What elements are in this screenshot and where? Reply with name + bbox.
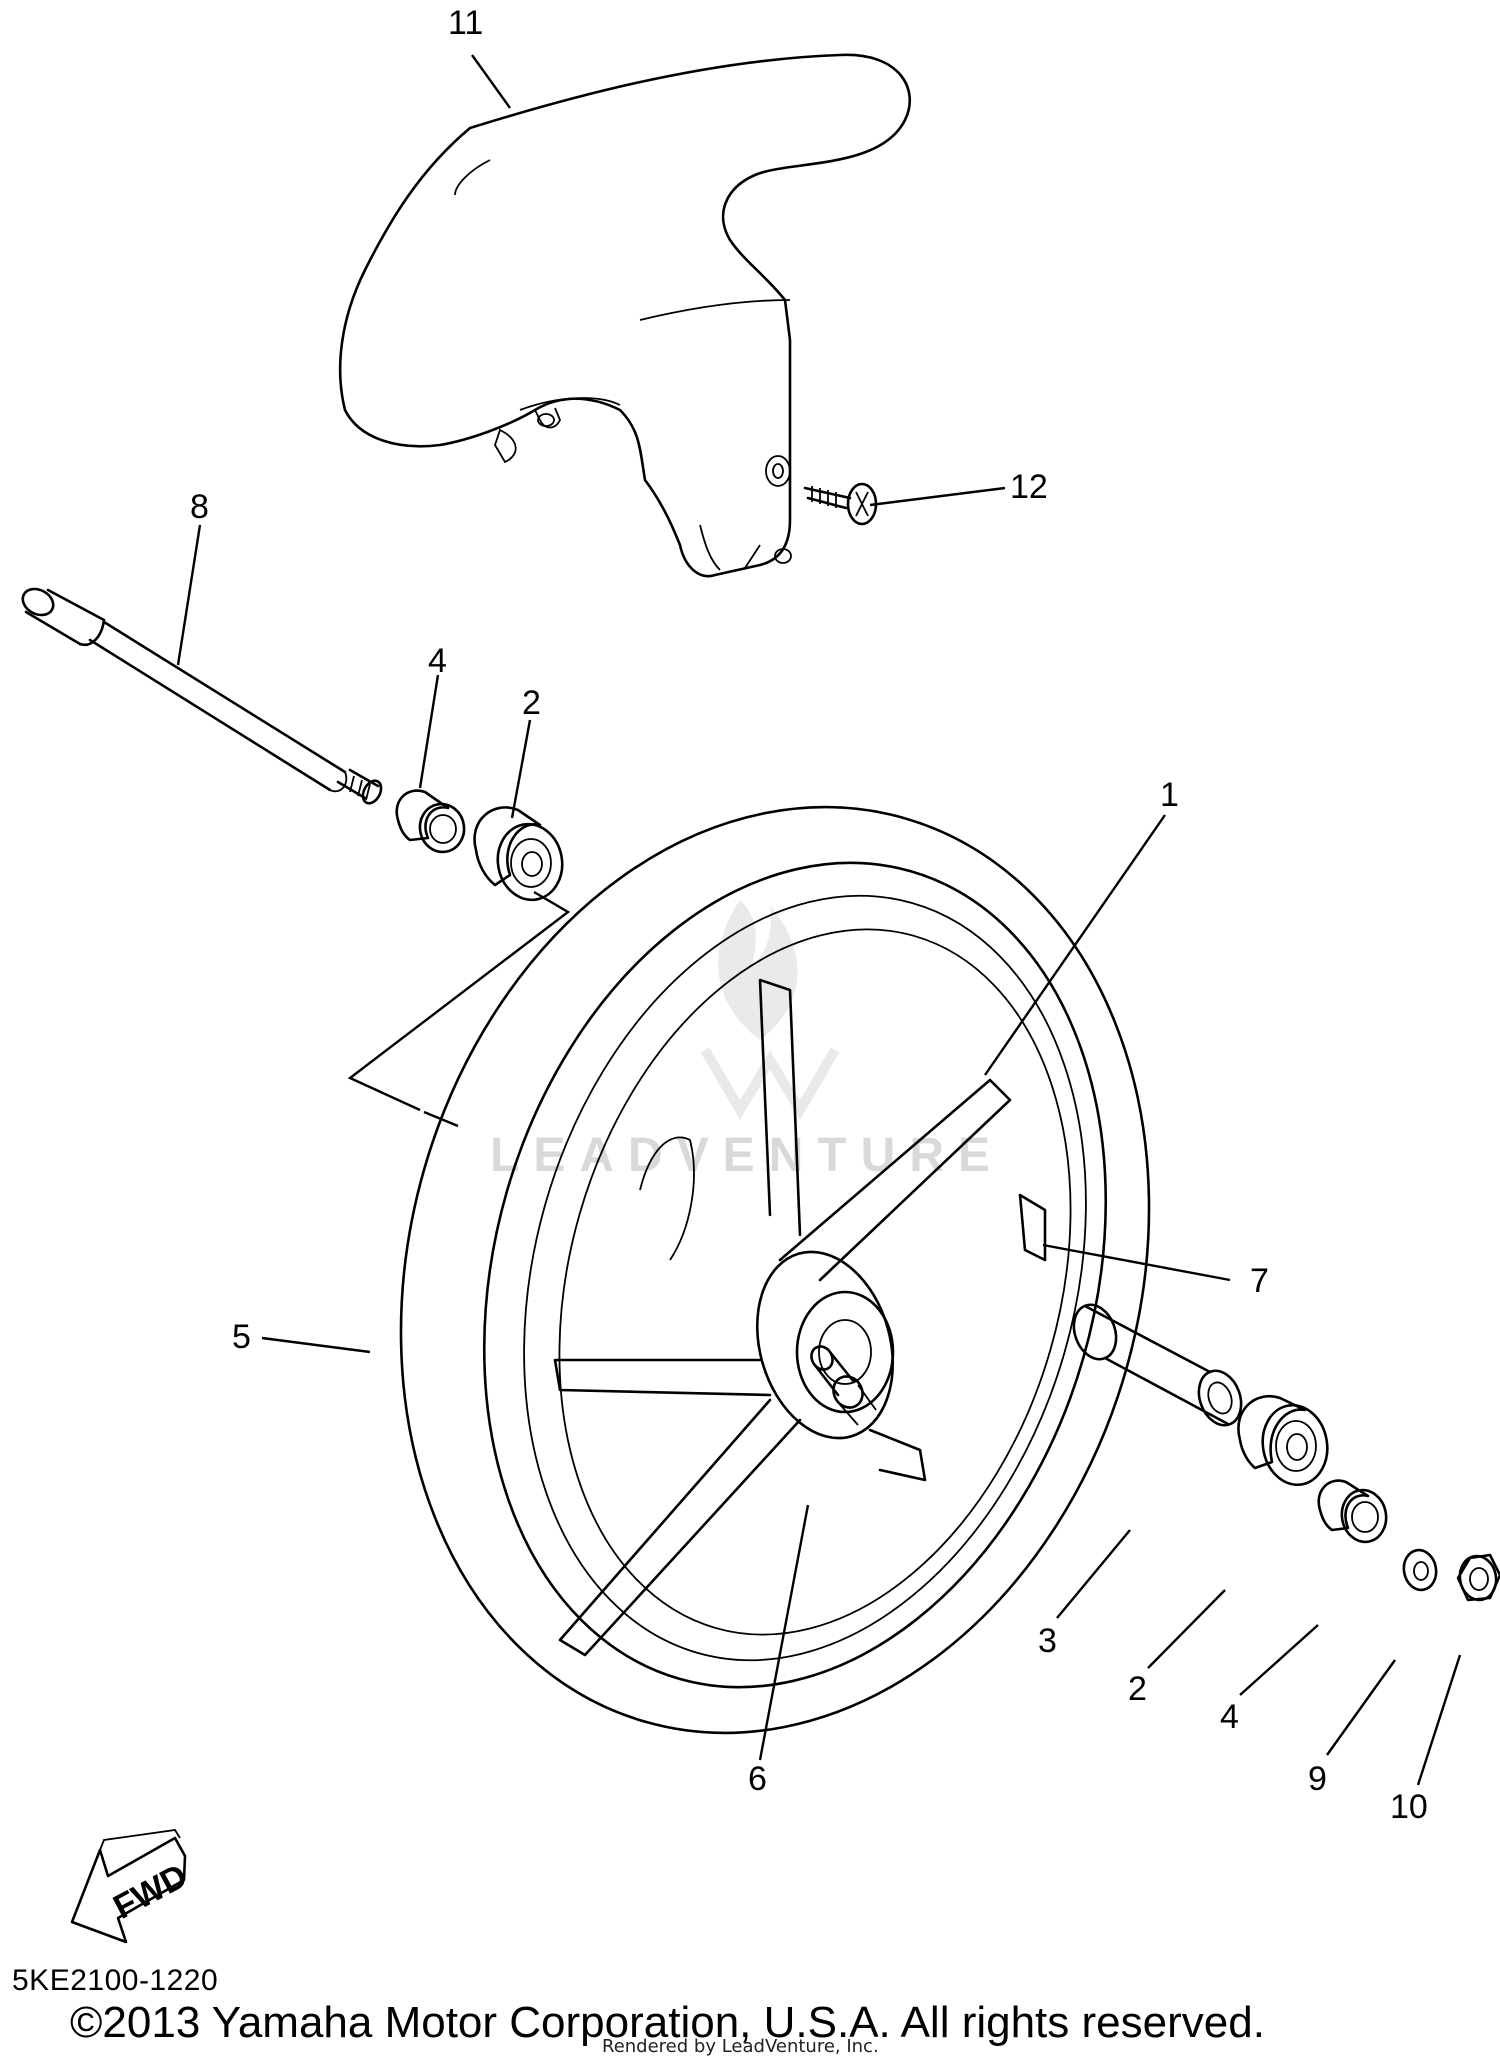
watermark-logo xyxy=(700,900,840,1120)
callout-2-right: 2 xyxy=(1128,1670,1147,1708)
axle-nut xyxy=(1456,1553,1500,1602)
callout-11: 11 xyxy=(448,4,483,42)
watermark-leadventure: LEADVENTURE xyxy=(490,1129,1005,1182)
callout-8: 8 xyxy=(190,488,209,526)
callout-7: 7 xyxy=(1250,1262,1269,1300)
valve-stem xyxy=(810,1345,877,1426)
collar-left xyxy=(395,789,466,854)
callout-9: 9 xyxy=(1308,1760,1327,1798)
assembly-line-left xyxy=(347,890,571,1128)
callout-1: 1 xyxy=(1160,776,1179,814)
fwd-arrow-icon: FWD xyxy=(70,1829,193,1944)
leader-lines xyxy=(176,54,1462,1786)
fender-screw xyxy=(765,455,878,526)
washer xyxy=(1402,1548,1438,1592)
collar-right xyxy=(1317,1479,1388,1544)
front-wheel xyxy=(399,805,1151,1735)
callout-3: 3 xyxy=(1038,1622,1057,1660)
hub-spacer xyxy=(1072,1303,1243,1427)
front-fender xyxy=(338,53,911,578)
callout-4-left: 4 xyxy=(428,642,447,680)
copyright-notice: ©2013 Yamaha Motor Corporation, U.S.A. A… xyxy=(70,1998,1265,2047)
callout-5: 5 xyxy=(232,1318,251,1356)
diagram-code: 5KE2100-1220 xyxy=(12,1964,219,1997)
bearing-right xyxy=(1237,1395,1329,1487)
callout-10: 10 xyxy=(1390,1788,1428,1826)
front-axle xyxy=(21,587,383,805)
rendered-by-notice: Rendered by LeadVenture, Inc. xyxy=(602,2036,879,2057)
bearing-left xyxy=(473,806,564,902)
fwd-label: FWD xyxy=(107,1857,193,1927)
callout-4-right: 4 xyxy=(1220,1698,1239,1736)
callout-2-left: 2 xyxy=(522,684,541,722)
callout-12: 12 xyxy=(1010,468,1048,506)
callout-6: 6 xyxy=(748,1760,767,1798)
